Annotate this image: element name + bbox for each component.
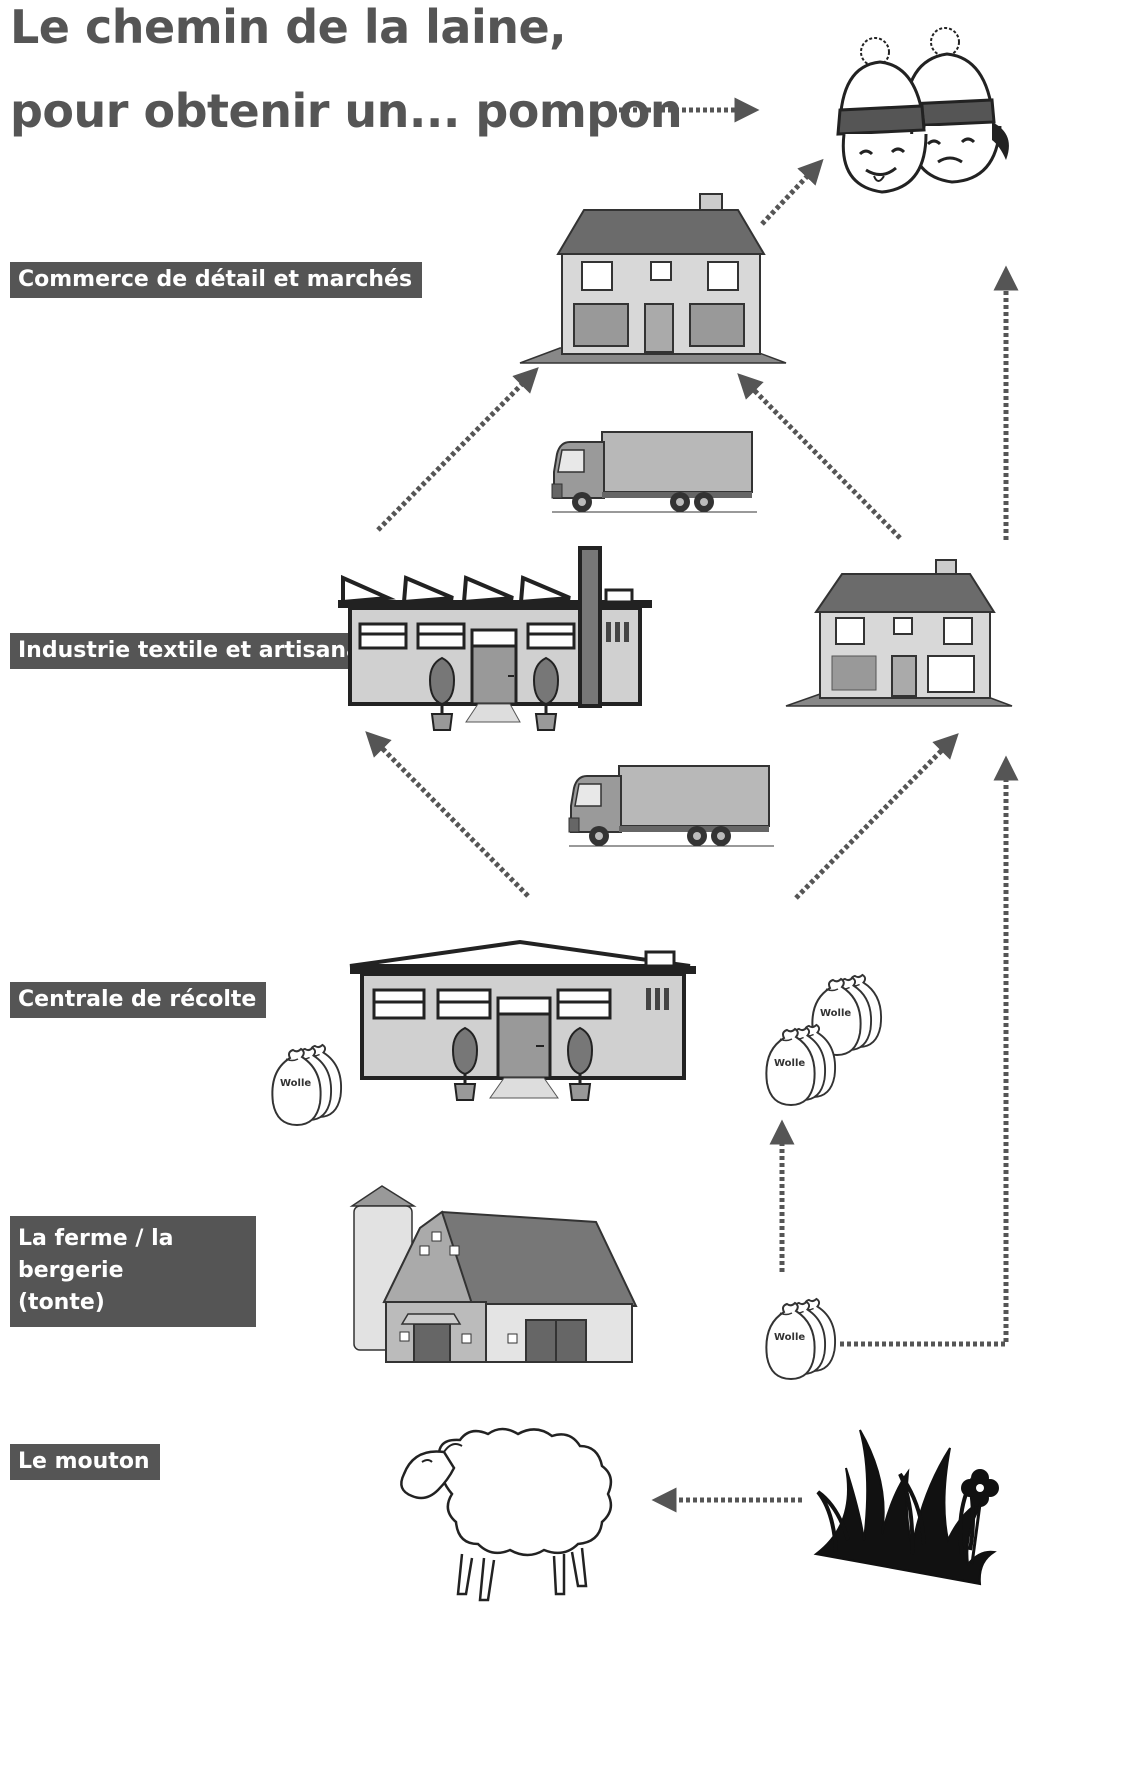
arrow-factory-to-shop bbox=[376, 367, 539, 532]
stage-label-retail: Commerce de détail et marchés bbox=[10, 262, 423, 298]
arrow-shop-to-children bbox=[760, 158, 824, 226]
arrow-farm-to-small-shop bbox=[840, 755, 1019, 1347]
wool-sack-label-3: Wolle bbox=[774, 1058, 805, 1069]
page-title-line-2: pour obtenir un... pompon bbox=[10, 84, 683, 138]
textile-factory-icon bbox=[338, 546, 652, 732]
arrow-collection-to-factory bbox=[365, 731, 530, 898]
wool-sack-icon-3: Wolle bbox=[766, 1025, 835, 1105]
wool-sack-label: Wolle bbox=[280, 1078, 311, 1089]
stage-label-collection: Centrale de récolte bbox=[10, 982, 267, 1018]
shop-building-icon bbox=[519, 193, 787, 364]
barn-with-silo-icon bbox=[349, 1185, 638, 1363]
stage-label-farm-line-1: La ferme / la bergerie bbox=[18, 1226, 174, 1283]
arrow-small-shop-to-shop bbox=[737, 373, 902, 540]
page-title-line-1: Le chemin de la laine, bbox=[10, 0, 567, 54]
wool-sack-icon-4: Wolle bbox=[766, 1299, 835, 1379]
grass-plants-icon bbox=[813, 1429, 999, 1586]
wool-sack-icon: Wolle bbox=[272, 1045, 341, 1125]
stage-label-sheep: Le mouton bbox=[10, 1444, 160, 1480]
delivery-truck-icon bbox=[551, 431, 758, 513]
stage-label-industry: Industrie textile et artisanat bbox=[10, 633, 382, 669]
wool-sack-label-2: Wolle bbox=[820, 1008, 851, 1019]
collection-warehouse-icon bbox=[349, 939, 696, 1102]
arrow-collection-to-small-shop bbox=[794, 733, 959, 900]
delivery-truck-icon-2 bbox=[568, 765, 775, 847]
wool-sack-icon-2: Wolle bbox=[812, 975, 881, 1055]
children-with-pompom-hats-icon bbox=[836, 27, 1009, 194]
stage-label-farm: La ferme / la bergerie (tonte) bbox=[10, 1216, 256, 1327]
wool-sack-label-4: Wolle bbox=[774, 1332, 805, 1343]
small-shop-icon bbox=[785, 559, 1013, 707]
sheep-icon bbox=[400, 1427, 613, 1602]
stage-label-farm-line-2: (tonte) bbox=[18, 1290, 105, 1315]
